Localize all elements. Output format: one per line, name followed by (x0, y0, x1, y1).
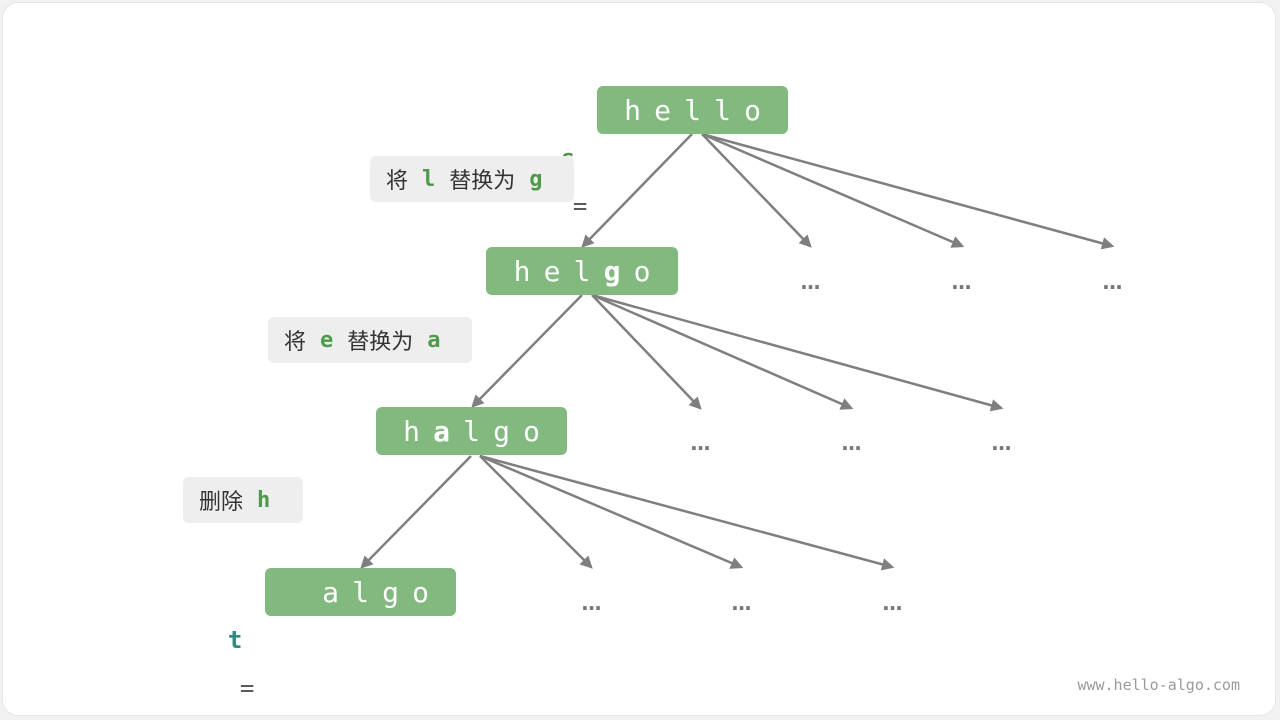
op-target-char: h (257, 487, 271, 513)
var-s-label: s = (532, 86, 587, 220)
ellipsis: ... (581, 591, 602, 615)
char: g (382, 575, 399, 609)
ellipsis: ... (951, 270, 972, 294)
op-from-char: l (422, 166, 436, 192)
char: l (684, 93, 701, 127)
var-t-label: t = (199, 568, 254, 702)
char: o (633, 254, 651, 288)
node-halgo: h a l g o (376, 407, 567, 455)
ellipsis: ... (1102, 270, 1123, 294)
char: h (403, 414, 420, 448)
ellipsis: ... (841, 431, 862, 455)
node-helgo: h e l g o (486, 247, 678, 295)
char: e (654, 93, 671, 127)
char: o (412, 575, 429, 609)
char: e (543, 254, 561, 288)
char: h (624, 93, 641, 127)
op-to-char: a (427, 327, 441, 353)
char: h (513, 254, 531, 288)
ellipsis: ... (690, 431, 711, 455)
char: o (744, 93, 761, 127)
char: o (523, 414, 540, 448)
ellipsis: ... (731, 591, 752, 615)
char-changed: g (603, 254, 621, 288)
op-prefix: 将 (284, 330, 307, 355)
var-t-name: t (227, 626, 243, 654)
char-changed: a (433, 414, 450, 448)
node-algo: a l g o (265, 568, 456, 616)
op-prefix: 删除 (199, 490, 244, 515)
op-prefix: 将 (386, 169, 409, 194)
op-to-char: g (529, 166, 543, 192)
operation-label-replace-l-g: 将 l 替换为 g (370, 156, 574, 202)
char: g (493, 414, 510, 448)
op-middle: 替换为 (347, 330, 414, 355)
ellipsis: ... (991, 431, 1012, 455)
ellipsis: ... (882, 591, 903, 615)
node-hello: h e l l o (597, 86, 788, 134)
var-t-equals: = (239, 674, 255, 702)
char: l (352, 575, 369, 609)
char: l (463, 414, 480, 448)
watermark: www.hello-algo.com (1077, 676, 1240, 694)
operation-label-replace-e-a: 将 e 替换为 a (268, 317, 472, 363)
op-middle: 替换为 (449, 169, 516, 194)
char: l (714, 93, 731, 127)
char: l (573, 254, 591, 288)
ellipsis: ... (800, 270, 821, 294)
char: a (322, 575, 339, 609)
op-from-char: e (320, 327, 334, 353)
operation-label-delete-h: 删除 h (183, 477, 303, 523)
var-s-equals: = (572, 192, 588, 220)
